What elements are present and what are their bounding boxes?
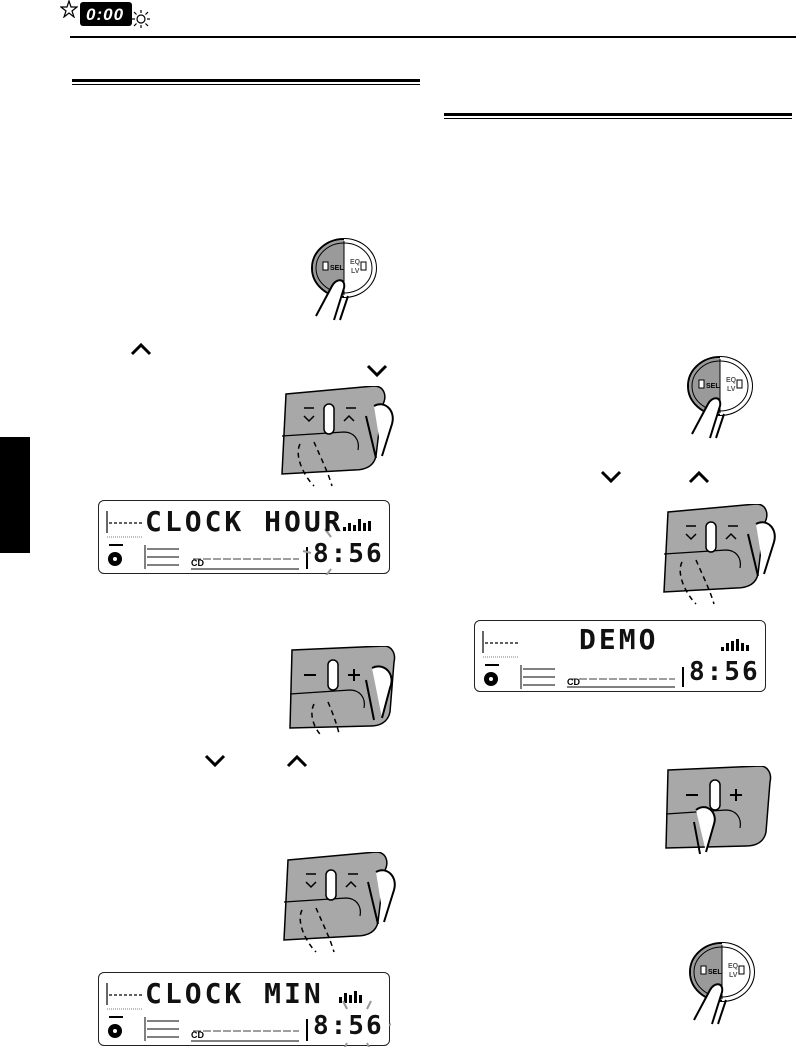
volume-button[interactable] (284, 646, 400, 736)
eq-label: EQ (728, 963, 739, 970)
track-rocker-button[interactable] (274, 386, 398, 490)
lcd-decor (482, 630, 749, 690)
sel-button-2[interactable]: SEL EQ LV (686, 354, 758, 444)
sel-button-3[interactable]: SEL EQ LV (688, 940, 760, 1030)
section-rule-right-thin (444, 118, 792, 119)
sel-button[interactable]: SEL EQ LV (310, 236, 382, 326)
chevron-down-icon (204, 754, 226, 768)
lcd-clock-min-text: CLOCK MIN (145, 977, 324, 1010)
volume-button-2[interactable] (660, 766, 776, 856)
lcd-clock-min-source: CD (191, 1030, 204, 1040)
side-tab (0, 437, 30, 553)
chevron-down-icon (600, 470, 622, 484)
sel-label: SEL (706, 383, 720, 390)
clock-badge-text: 0:00 (86, 5, 125, 24)
sun-icon (132, 10, 150, 28)
lcd-decor (106, 982, 391, 1047)
track-rocker-button-2[interactable] (276, 852, 400, 956)
sel-label: SEL (330, 265, 344, 272)
lcd-clock-hour-time: 8:56 (313, 539, 384, 569)
header-clock-badge: 0:00 (80, 2, 132, 26)
chevron-up-icon (688, 470, 710, 484)
lcd-decor (106, 510, 371, 575)
lcd-demo-text: DEMO (579, 623, 659, 656)
lcd-clock-hour: CLOCK HOUR CD 8:56 (98, 500, 390, 575)
lv-label: LV (729, 972, 738, 979)
eq-label: EQ (350, 259, 361, 266)
section-rule-right (444, 113, 792, 116)
eq-label: EQ (726, 377, 737, 384)
lcd-demo-source: CD (567, 677, 580, 687)
lv-label: LV (727, 386, 736, 393)
lcd-clock-min: CLOCK MIN CD 8:56 (98, 972, 391, 1047)
track-rocker-button-3[interactable] (656, 504, 780, 608)
lv-label: LV (351, 268, 360, 275)
lcd-clock-hour-text: CLOCK HOUR (145, 505, 344, 538)
lcd-demo: DEMO CD 8:56 (474, 620, 766, 692)
sel-label: SEL (708, 969, 722, 976)
chevron-down-icon (366, 364, 388, 378)
lcd-clock-min-time: 8:56 (313, 1011, 384, 1041)
star-outline-icon (60, 0, 78, 18)
chevron-up-icon (130, 342, 152, 356)
chevron-up-icon (286, 754, 308, 768)
lcd-clock-hour-source: CD (191, 558, 204, 568)
section-rule-left-thin (72, 84, 420, 85)
section-rule-left (72, 79, 420, 82)
lcd-demo-time: 8:56 (689, 657, 760, 687)
header-rule (70, 36, 796, 38)
